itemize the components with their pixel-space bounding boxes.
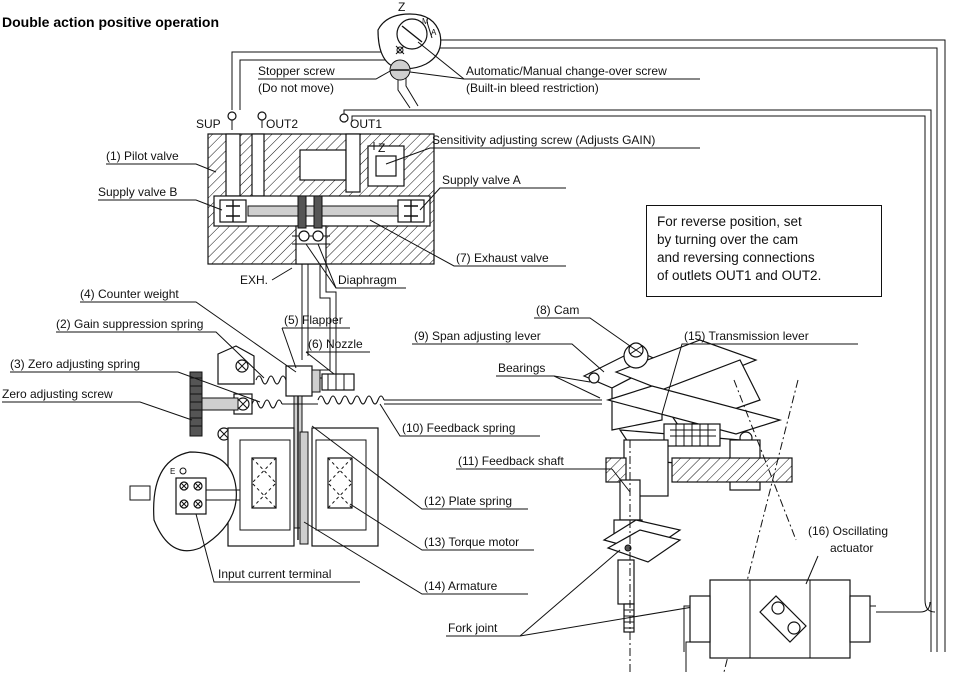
auto-manual-dial: Z M A	[377, 0, 442, 81]
counter-weight-label: (4) Counter weight	[80, 287, 179, 301]
view-z-small-label: Z	[378, 141, 385, 155]
feedback-spring-label: (10) Feedback spring	[402, 421, 515, 435]
auto-manual-screw-label: Automatic/Manual change-over screw	[466, 64, 667, 78]
diaphragm-label: Diaphragm	[338, 273, 397, 287]
reverse-position-note: For reverse position, set by turning ove…	[646, 205, 882, 297]
bearings-label: Bearings	[498, 361, 545, 375]
view-z-label: Z	[398, 0, 405, 14]
note-line-1: For reverse position, set	[657, 214, 802, 229]
note-line-3: and reversing connections	[657, 250, 815, 265]
do-not-move-label: (Do not move)	[258, 81, 334, 95]
torque-motor	[227, 427, 379, 547]
transmission-lever-label: (15) Transmission lever	[684, 329, 809, 343]
gain-spring-label: (2) Gain suppression spring	[56, 317, 203, 331]
exhaust-valve-label: (7) Exhaust valve	[456, 251, 549, 265]
out1-port-label: OUT1	[350, 117, 382, 131]
note-line-4: of outlets OUT1 and OUT2.	[657, 268, 822, 283]
supply-valve-a-label: Supply valve A	[442, 173, 521, 187]
cam-label: (8) Cam	[536, 303, 579, 317]
flapper-label: (5) Flapper	[284, 313, 343, 327]
pilot-valve-body: Z	[207, 133, 435, 265]
stopper-screw-label: Stopper screw	[258, 64, 335, 78]
out2-port-label: OUT2	[266, 117, 298, 131]
span-lever-label: (9) Span adjusting lever	[414, 329, 541, 343]
cam-lever-assembly	[582, 339, 793, 497]
exh-label: EXH.	[240, 273, 268, 287]
input-terminal-block: E	[129, 451, 240, 552]
torque-motor-label: (13) Torque motor	[424, 535, 519, 549]
sensitivity-screw-label: Sensitivity adjusting screw (Adjusts GAI…	[432, 133, 655, 147]
ports: SUP OUT2 OUT1	[196, 111, 382, 131]
earth-terminal-letter: E	[170, 467, 175, 476]
note-line-2: by turning over the cam	[657, 232, 799, 247]
builtin-bleed-label: (Built-in bleed restriction)	[466, 81, 599, 95]
armature-label: (14) Armature	[424, 579, 498, 593]
oscillating-actuator-label-1: (16) Oscillating	[808, 524, 888, 538]
oscillating-actuator-label-2: actuator	[830, 541, 873, 555]
dial-letter-a: A	[431, 28, 437, 37]
feedback-shaft-label: (11) Feedback shaft	[458, 454, 564, 468]
plate-spring-label: (12) Plate spring	[424, 494, 512, 508]
diagram-title: Double action positive operation	[2, 14, 219, 30]
dial-letter-m: M	[422, 17, 429, 26]
fork-joint-label: Fork joint	[448, 621, 498, 635]
nozzle-label: (6) Nozzle	[308, 337, 363, 351]
supply-valve-b-label: Supply valve B	[98, 185, 177, 199]
input-current-terminal-label: Input current terminal	[218, 567, 331, 581]
oscillating-actuator	[683, 579, 931, 672]
sup-port-label: SUP	[196, 117, 221, 131]
pilot-valve-label: (1) Pilot valve	[106, 149, 179, 163]
zero-screw-label: Zero adjusting screw	[2, 387, 113, 401]
zero-spring-label: (3) Zero adjusting spring	[10, 357, 140, 371]
